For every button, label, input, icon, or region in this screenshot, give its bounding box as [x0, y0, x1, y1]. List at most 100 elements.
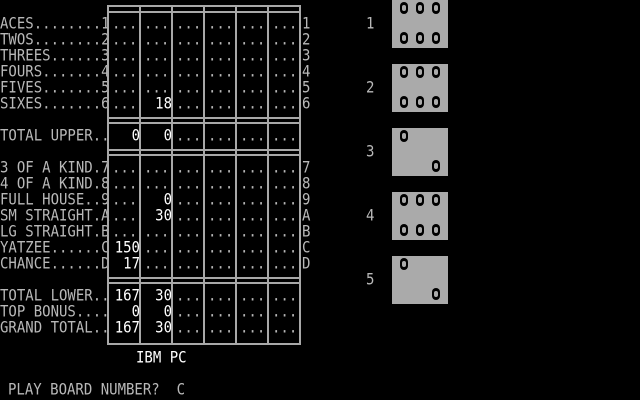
grid-line	[139, 6, 141, 344]
row-label: YATZEE......C	[0, 238, 110, 258]
score-cell: ...	[272, 302, 298, 322]
grid-line	[171, 6, 173, 344]
grid-line	[267, 6, 269, 344]
score-cell: ...	[240, 222, 266, 242]
die[interactable]	[392, 64, 448, 112]
row-key: B	[302, 222, 311, 242]
die-number[interactable]: 4	[366, 206, 375, 226]
score-cell: ...	[208, 62, 234, 82]
die-pip	[416, 96, 424, 108]
die-pip	[432, 288, 440, 300]
score-cell: ...	[144, 46, 170, 66]
score-cell: ...	[112, 222, 138, 242]
die-pip	[400, 96, 408, 108]
row-key: 7	[302, 158, 311, 178]
score-cell: ...	[144, 78, 170, 98]
score-cell: ...	[112, 14, 138, 34]
score-cell: ...	[272, 174, 298, 194]
score-cell: ...	[176, 238, 202, 258]
score-cell: ...	[112, 190, 138, 210]
score-cell: ...	[208, 126, 234, 146]
score-cell: ...	[176, 286, 202, 306]
score-cell: ...	[208, 94, 234, 114]
score-cell: 30	[155, 206, 172, 226]
score-cell: ...	[240, 46, 266, 66]
score-cell: ...	[240, 238, 266, 258]
score-cell: ...	[176, 302, 202, 322]
score-cell: ...	[144, 174, 170, 194]
row-label: 3 OF A KIND.7	[0, 158, 110, 178]
score-cell: ...	[112, 62, 138, 82]
row-label: TOTAL LOWER..	[0, 286, 110, 306]
score-cell: ...	[208, 206, 234, 226]
command-prompt[interactable]: PLAY BOARD NUMBER? C	[8, 380, 186, 400]
score-cell: ...	[176, 206, 202, 226]
row-key: 5	[302, 78, 311, 98]
score-cell: ...	[208, 254, 234, 274]
score-cell: ...	[272, 78, 298, 98]
die[interactable]	[392, 0, 448, 48]
row-label: TWOS........2	[0, 30, 110, 50]
die-number[interactable]: 5	[366, 270, 375, 290]
die-pip	[400, 258, 408, 270]
score-cell: ...	[112, 174, 138, 194]
score-cell: ...	[240, 254, 266, 274]
score-cell: ...	[240, 78, 266, 98]
score-cell: ...	[240, 126, 266, 146]
score-cell: ...	[272, 206, 298, 226]
score-cell: ...	[272, 46, 298, 66]
row-label: SM STRAIGHT.A	[0, 206, 110, 226]
score-cell: ...	[176, 14, 202, 34]
die-pip	[432, 32, 440, 44]
score-cell: ...	[112, 30, 138, 50]
die-pip	[400, 32, 408, 44]
score-cell: ...	[112, 206, 138, 226]
score-cell: ...	[208, 302, 234, 322]
grid-line	[235, 6, 237, 344]
score-cell: ...	[272, 94, 298, 114]
grid-line	[299, 6, 301, 344]
score-cell: 18	[155, 94, 172, 114]
score-cell: ...	[272, 222, 298, 242]
score-cell: ...	[272, 158, 298, 178]
row-label: TOTAL UPPER..	[0, 126, 110, 146]
score-cell: ...	[176, 62, 202, 82]
score-cell: ...	[112, 158, 138, 178]
row-key: 3	[302, 46, 311, 66]
row-key: 2	[302, 30, 311, 50]
score-cell: ...	[144, 254, 170, 274]
die-number[interactable]: 1	[366, 14, 375, 34]
die[interactable]	[392, 128, 448, 176]
score-cell: ...	[144, 62, 170, 82]
score-cell: ...	[272, 14, 298, 34]
die-pip	[416, 66, 424, 78]
score-cell: ...	[208, 14, 234, 34]
grid-line	[203, 6, 205, 344]
score-cell: ...	[208, 30, 234, 50]
score-cell: ...	[272, 62, 298, 82]
score-cell: 167	[114, 286, 140, 306]
score-cell: ...	[144, 30, 170, 50]
score-cell: ...	[176, 46, 202, 66]
die-pip	[432, 66, 440, 78]
score-cell: ...	[176, 174, 202, 194]
die[interactable]	[392, 192, 448, 240]
die-number[interactable]: 2	[366, 78, 375, 98]
score-cell: ...	[176, 78, 202, 98]
score-cell: ...	[208, 78, 234, 98]
die-number[interactable]: 3	[366, 142, 375, 162]
die[interactable]	[392, 256, 448, 304]
score-cell: 0	[163, 190, 172, 210]
score-cell: ...	[208, 318, 234, 338]
die-pip	[432, 194, 440, 206]
score-cell: ...	[272, 190, 298, 210]
score-cell: ...	[144, 14, 170, 34]
score-cell: ...	[272, 238, 298, 258]
score-cell: ...	[112, 46, 138, 66]
row-label: TOP BONUS....	[0, 302, 110, 322]
score-cell: ...	[272, 30, 298, 50]
die-pip	[400, 224, 408, 236]
score-cell: ...	[240, 206, 266, 226]
score-cell: ...	[144, 158, 170, 178]
score-cell: ...	[240, 14, 266, 34]
